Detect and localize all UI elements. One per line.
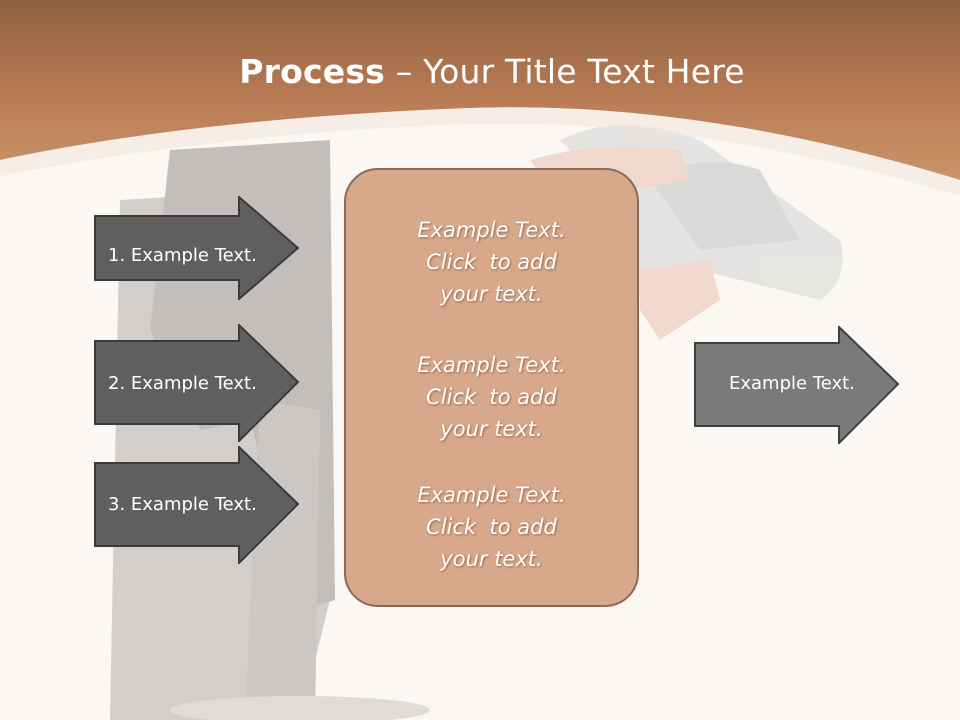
- block-line: Click to add: [426, 385, 557, 409]
- block-line: Example Text.: [417, 218, 566, 242]
- block-line: Example Text.: [417, 483, 566, 507]
- block-line: your text.: [440, 547, 543, 571]
- block-line: your text.: [440, 417, 543, 441]
- title-bold: Process: [239, 52, 386, 91]
- center-text-block-1: Example Text. Click to add your text.: [346, 214, 637, 310]
- block-line: Click to add: [426, 515, 557, 539]
- step-label-1: 1. Example Text.: [108, 244, 257, 266]
- arrow-shape: [694, 326, 900, 444]
- block-line: Click to add: [426, 250, 557, 274]
- title-rest: – Your Title Text Here: [385, 52, 745, 91]
- center-text-block-3: Example Text. Click to add your text.: [346, 479, 637, 575]
- slide-title: Process – Your Title Text Here: [0, 52, 960, 91]
- center-text-block-2: Example Text. Click to add your text.: [346, 349, 637, 445]
- block-line: Example Text.: [417, 353, 566, 377]
- block-line: your text.: [440, 282, 543, 306]
- arrow-shape: [94, 196, 300, 300]
- result-label: Example Text.: [729, 372, 855, 394]
- arrow-shape: [94, 324, 300, 442]
- step-label-3: 3. Example Text.: [108, 493, 257, 515]
- center-content-box[interactable]: Example Text. Click to add your text. Ex…: [344, 168, 639, 607]
- arrow-shape: [94, 446, 300, 564]
- step-label-2: 2. Example Text.: [108, 372, 257, 394]
